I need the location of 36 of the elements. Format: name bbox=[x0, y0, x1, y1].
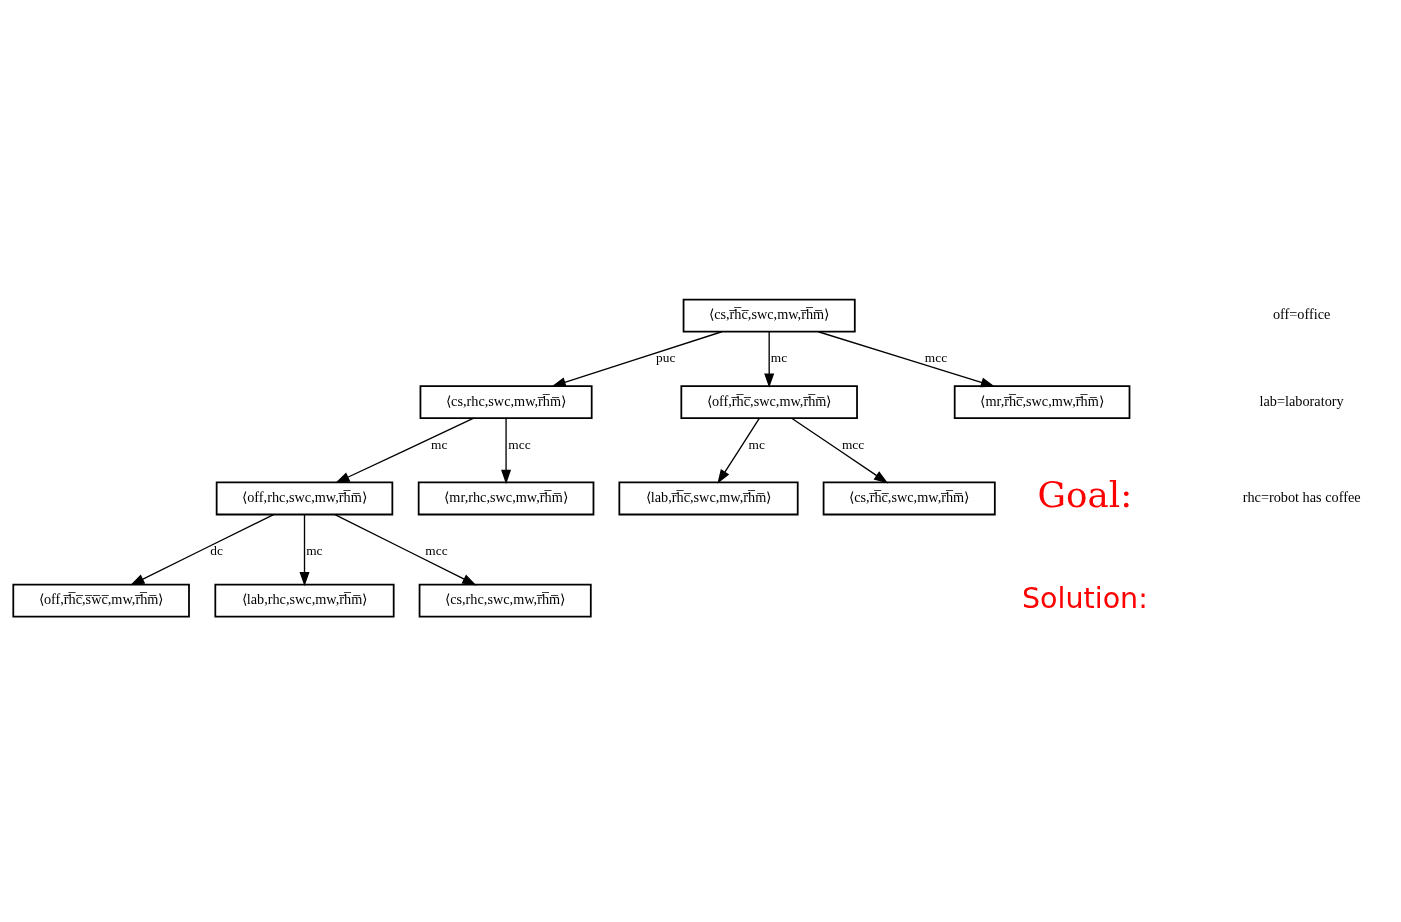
node-box: ⟨off,r̅h̅c̅,swc,mw,r̅h̅m̅⟩ bbox=[680, 385, 858, 420]
edge-label: dc bbox=[210, 542, 223, 558]
edge-label: mc bbox=[770, 350, 788, 365]
node-box: ⟨cs,r̅h̅c̅,swc,mw,r̅h̅m̅⟩ bbox=[822, 481, 996, 516]
arrow bbox=[764, 331, 775, 388]
arrow bbox=[791, 417, 889, 484]
label: lab=laboratory bbox=[1259, 392, 1344, 409]
edge-label: mc bbox=[306, 542, 323, 558]
node-box: ⟨mr,r̅h̅c̅,swc,mw,r̅h̅m̅⟩ bbox=[953, 385, 1131, 420]
arrow bbox=[334, 513, 477, 586]
node-box: ⟨off,rhc,swc,mw,r̅h̅m̅⟩ bbox=[215, 481, 394, 516]
node-box: ⟨lab,r̅h̅c̅,swc,mw,r̅h̅m̅⟩ bbox=[618, 481, 799, 516]
edge-label: puc bbox=[656, 350, 676, 365]
arrow bbox=[299, 513, 310, 587]
label: off=office bbox=[1272, 306, 1331, 323]
node-box: ⟨lab,rhc,swc,mw,r̅h̅m̅⟩ bbox=[214, 583, 395, 618]
edge-label: mcc bbox=[508, 436, 531, 452]
node-box: ⟨cs,rhc,swc,mw,r̅h̅m̅⟩ bbox=[418, 583, 592, 618]
arrow bbox=[551, 331, 723, 387]
label: rhc=robot has coffee bbox=[1242, 488, 1361, 505]
arrow bbox=[130, 513, 275, 586]
edge-label: mc bbox=[431, 436, 448, 452]
label: Solution: bbox=[1021, 581, 1148, 615]
label: Goal: bbox=[1037, 474, 1133, 516]
edge-label: mcc bbox=[924, 350, 948, 365]
arrow bbox=[717, 417, 761, 484]
node-box: ⟨mr,rhc,swc,mw,r̅h̅m̅⟩ bbox=[417, 481, 595, 516]
edge-label: mc bbox=[748, 436, 765, 452]
edge-label: mcc bbox=[841, 436, 865, 452]
arrow bbox=[817, 331, 996, 388]
node-box: ⟨cs,rhc,swc,mw,r̅h̅m̅⟩ bbox=[419, 385, 593, 420]
node-box: ⟨off,r̅h̅c̅,s̅w̅c̅,mw,r̅h̅m̅⟩ bbox=[12, 583, 190, 618]
node-box: ⟨cs,r̅h̅c̅,swc,mw,r̅h̅m̅⟩ bbox=[682, 298, 856, 333]
arrow bbox=[335, 417, 475, 484]
arrow bbox=[501, 417, 512, 485]
edge-label: mcc bbox=[425, 542, 448, 558]
